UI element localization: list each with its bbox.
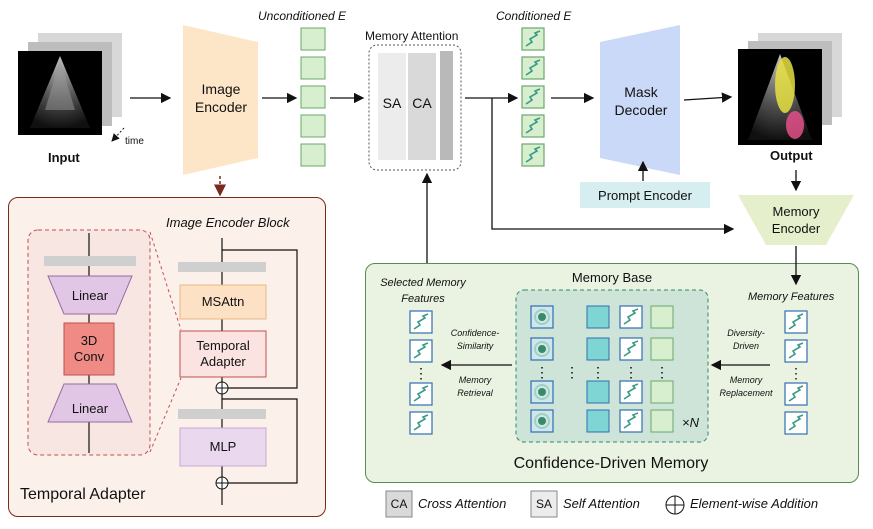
svg-text:⋮: ⋮ [565, 364, 579, 380]
mlp-label: MLP [209, 439, 237, 454]
unconditioned-tokens [300, 27, 326, 167]
mask-decoder-shape [600, 25, 680, 175]
msattn-shape [179, 284, 267, 320]
output-label: Output [770, 148, 813, 163]
memory-base-label: Memory Base [571, 270, 653, 285]
image-encoder-block-title: Image Encoder Block [166, 215, 290, 230]
linear-top-label: Linear [71, 288, 109, 303]
linear-top-shape [47, 275, 133, 315]
svg-text:⋮: ⋮ [655, 364, 669, 380]
conditioned-label: Conditioned E [496, 9, 572, 23]
time-label: time [125, 136, 144, 147]
legend-ca-key: CA [390, 497, 408, 511]
legend-add-text: Element-wise Addition [690, 496, 819, 511]
legend-sa-key: SA [535, 497, 552, 511]
msattn-label: MSAttn [201, 294, 245, 309]
conv-shape [63, 322, 115, 376]
svg-text:⋮: ⋮ [591, 364, 605, 380]
mlp-shape [179, 427, 267, 467]
svg-text:⋮: ⋮ [789, 365, 803, 381]
memory-features-label: Memory Features [748, 291, 835, 303]
confidence-driven-memory-title: Confidence-Driven Memory [513, 455, 709, 472]
selected-features-label: Selected Memory Features [380, 277, 466, 305]
ca-label: CA [412, 95, 432, 111]
legend-ca-swatch [385, 490, 413, 518]
input-image-stack [18, 33, 122, 135]
temporal-adapter-title: Temporal Adapter [20, 486, 146, 503]
memory-replacement-label: Memory Replacement [719, 375, 773, 398]
legend-ca-text: Cross Attention [418, 496, 507, 511]
diversity-driven-label: Diversity- Driven [727, 328, 765, 351]
image-encoder-shape [183, 25, 258, 175]
svg-text:⋮: ⋮ [624, 364, 638, 380]
svg-text:⋮: ⋮ [414, 365, 428, 381]
memory-encoder-label: Memory Encoder [771, 204, 821, 236]
svg-text:⋮: ⋮ [535, 364, 549, 380]
legend-sa-swatch [530, 490, 558, 518]
memory-base-grid [530, 305, 674, 433]
confidence-similarity-label: Confidence- Similarity [450, 328, 500, 351]
prompt-encoder-box [580, 182, 710, 208]
conditioned-tokens [521, 27, 545, 167]
input-label: Input [48, 150, 80, 165]
mask-decoder-label: Mask Decoder [614, 84, 668, 118]
prompt-encoder-label: Prompt Encoder [598, 188, 692, 203]
image-encoder-label: Image Encoder [194, 81, 248, 115]
linear-bottom-label: Linear [71, 401, 109, 416]
legend-sa-text: Self Attention [563, 496, 640, 511]
memory-encoder-shape [738, 195, 854, 245]
temporal-adapter-box-label: Temporal Adapter [196, 338, 250, 369]
time-arrow [111, 127, 125, 142]
memory-attention-label: Memory Attention [365, 29, 459, 43]
conv-label: 3D Conv [73, 333, 105, 364]
output-image-stack [738, 33, 842, 145]
temporal-adapter-box-shape [179, 330, 267, 378]
sa-label: SA [382, 95, 402, 111]
linear-bottom-shape [47, 383, 133, 423]
memory-retrieval-label: Memory Retrieval [457, 375, 493, 398]
times-n-label: ×N [682, 415, 699, 430]
unconditioned-label: Unconditioned E [258, 9, 347, 23]
